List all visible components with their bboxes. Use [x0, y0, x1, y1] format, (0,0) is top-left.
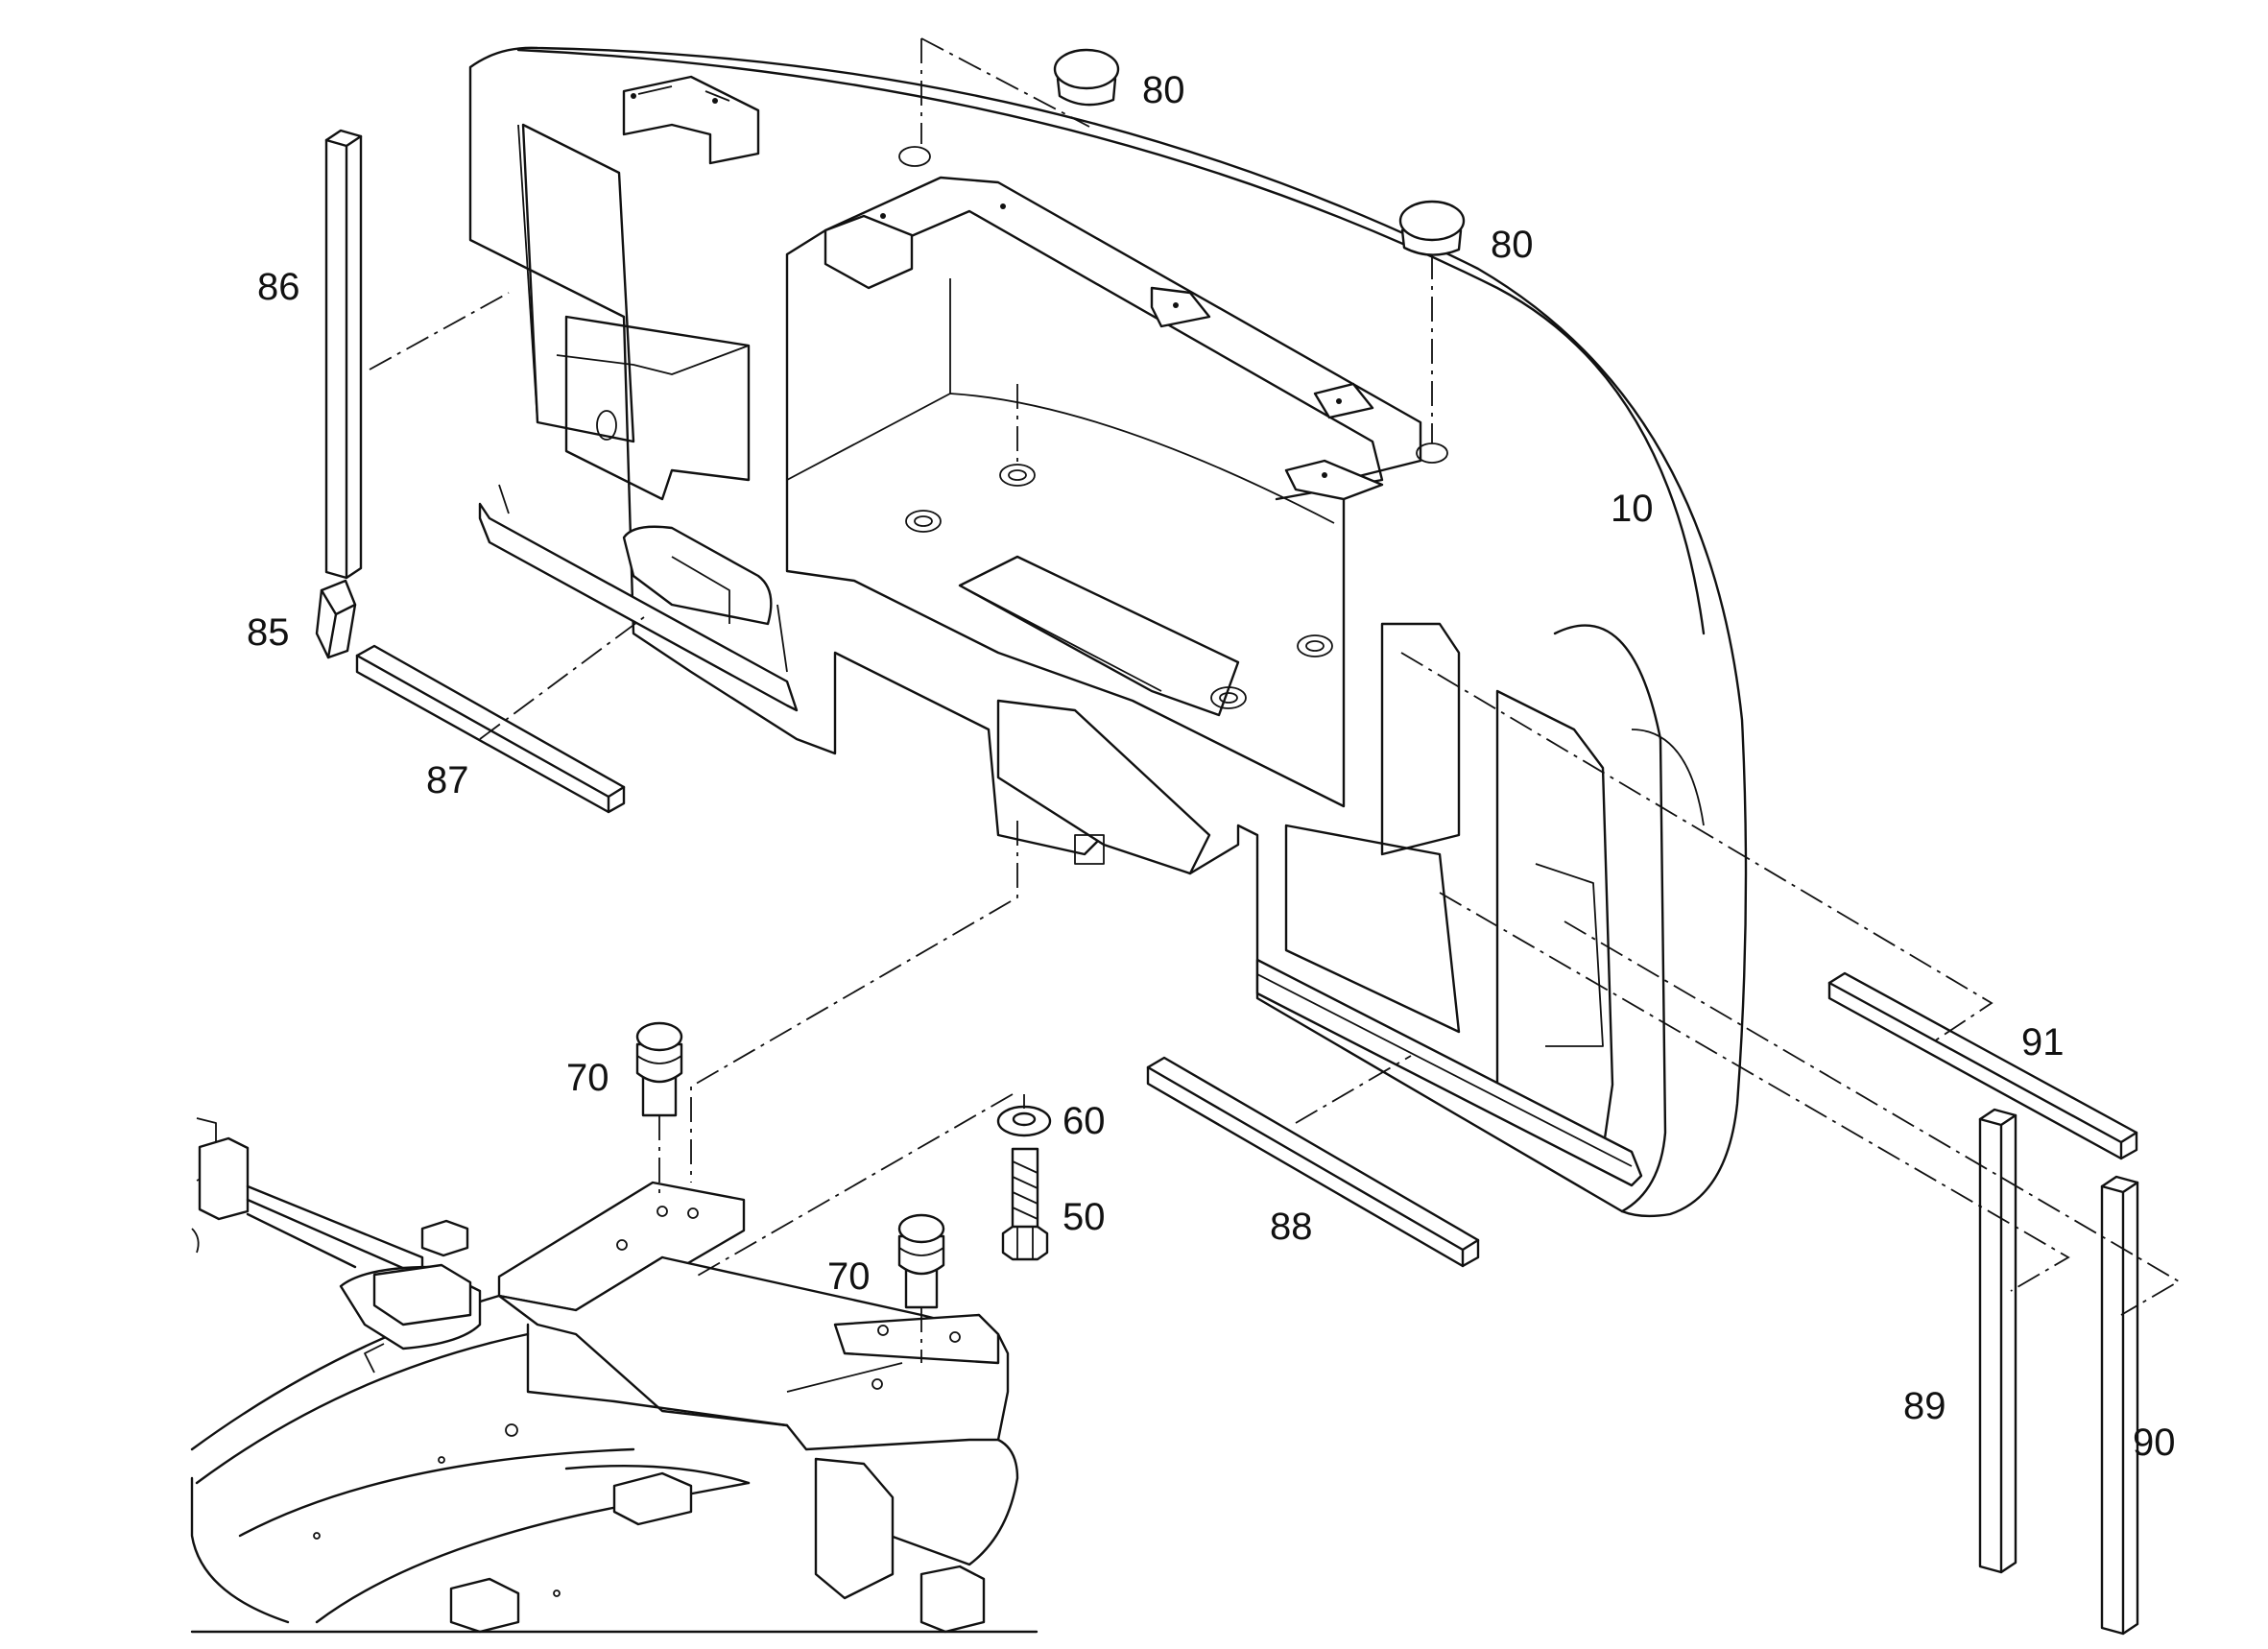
- callout-91: 91: [2021, 1021, 2065, 1063]
- callout-70-lower: 70: [827, 1255, 871, 1298]
- callout-10: 10: [1611, 488, 1654, 530]
- counterweight-part-10: [468, 46, 1748, 1218]
- stud-part-70-lower: [897, 1213, 945, 1309]
- callout-50: 50: [1062, 1196, 1106, 1238]
- vertical-bar-part-90: [2100, 1175, 2139, 1636]
- horizontal-bar-part-88: [1146, 1056, 1480, 1268]
- horizontal-bar-part-87: [355, 644, 626, 814]
- callout-88: 88: [1270, 1206, 1313, 1248]
- vertical-bar-part-86: [324, 129, 363, 580]
- callout-70-upper: 70: [566, 1057, 609, 1099]
- bolt-part-50: [1001, 1147, 1049, 1261]
- callout-85: 85: [247, 611, 290, 654]
- callout-80-top: 80: [1142, 69, 1185, 111]
- callout-89: 89: [1903, 1385, 1946, 1427]
- washer-part-60: [996, 1105, 1052, 1137]
- block-part-85: [315, 579, 357, 659]
- callout-80-right: 80: [1491, 224, 1534, 266]
- vertical-bar-part-89: [1978, 1108, 2017, 1574]
- callout-87: 87: [426, 759, 469, 801]
- plug-part-80-top: [1053, 48, 1120, 107]
- stud-part-70-upper: [635, 1021, 683, 1117]
- plug-part-80-right: [1398, 200, 1466, 256]
- upper-frame: [190, 1117, 1039, 1634]
- horizontal-bar-part-91: [1827, 971, 2138, 1160]
- callout-60: 60: [1062, 1100, 1106, 1142]
- callouts: 80 80 86 85 87 10 70 60 50 70 88 91 89 9…: [247, 69, 2176, 1464]
- callout-86: 86: [257, 266, 300, 308]
- center-lines: [369, 37, 2181, 1363]
- callout-90: 90: [2133, 1422, 2176, 1464]
